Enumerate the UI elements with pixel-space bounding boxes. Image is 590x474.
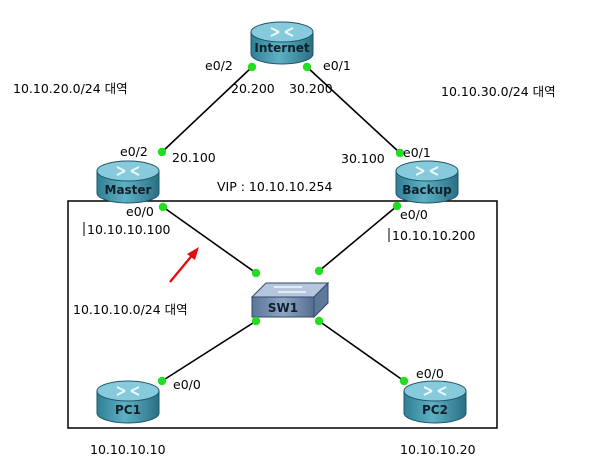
text-labels: e0/2 e0/1 20.200 30.200 10.10.20.0/24 대역… xyxy=(13,58,556,457)
link-sw1-pc1 xyxy=(161,320,257,382)
port-dot xyxy=(395,148,405,158)
label-backup-ip-30: 30.100 xyxy=(341,151,385,166)
port-dot xyxy=(399,376,409,386)
label-internet-ip-right: 30.200 xyxy=(289,81,333,96)
lan-boundary-box xyxy=(67,200,498,429)
link-master-sw1 xyxy=(162,206,257,274)
port-dot xyxy=(314,266,324,276)
label-net-30: 10.10.30.0/24 대역 xyxy=(441,84,556,99)
label-master-e02: e0/2 xyxy=(120,144,148,159)
port-dot xyxy=(251,316,261,326)
device-label-backup: Backup xyxy=(402,183,452,197)
pc-pc2[interactable]: PC2 xyxy=(403,380,467,424)
label-internet-e02: e0/2 xyxy=(205,58,233,73)
label-pc1-e00: e0/0 xyxy=(173,377,201,392)
red-arrow-icon xyxy=(169,247,199,283)
label-vip: VIP : 10.10.10.254 xyxy=(217,179,332,194)
links xyxy=(161,66,405,382)
link-internet-master xyxy=(161,66,253,153)
label-backup-e00: e0/0 xyxy=(400,207,428,222)
device-label-internet: Internet xyxy=(254,41,309,55)
device-label-pc2: PC2 xyxy=(422,403,448,417)
router-backup[interactable]: Backup xyxy=(395,160,459,204)
switch-sw1[interactable]: SW1 xyxy=(250,281,330,319)
device-label-pc1: PC1 xyxy=(115,403,141,417)
label-internet-e01: e0/1 xyxy=(323,58,351,73)
port-dot xyxy=(157,376,167,386)
switch-arrows-icon xyxy=(274,286,306,293)
label-net-10: 10.10.10.0/24 대역 xyxy=(73,302,188,317)
label-pc1-ip: 10.10.10.10 xyxy=(90,442,166,457)
port-dot xyxy=(302,62,312,72)
port-dot xyxy=(392,201,402,211)
device-label-sw1: SW1 xyxy=(268,301,298,315)
label-pc2-e00: e0/0 xyxy=(416,366,444,381)
link-internet-backup xyxy=(306,66,401,154)
link-sw1-pc2 xyxy=(318,320,405,382)
router-arrows-icon xyxy=(415,166,439,176)
label-master-e00: e0/0 xyxy=(126,204,154,219)
pc-arrows-icon xyxy=(116,386,140,396)
label-pc2-ip: 10.10.10.20 xyxy=(400,442,476,457)
router-internet[interactable]: Internet xyxy=(250,21,314,65)
port-dots xyxy=(157,62,409,386)
pc-arrows-icon xyxy=(423,386,447,396)
label-master-ip-10: 10.10.10.100 xyxy=(87,222,171,237)
port-dot xyxy=(247,62,257,72)
router-arrows-icon xyxy=(270,27,294,37)
port-dot xyxy=(158,202,168,212)
device-label-master: Master xyxy=(105,183,152,197)
router-master[interactable]: Master xyxy=(96,160,160,204)
link-backup-sw1 xyxy=(318,205,398,272)
label-backup-e01: e0/1 xyxy=(403,145,431,160)
pc-pc1[interactable]: PC1 xyxy=(96,380,160,424)
router-arrows-icon xyxy=(116,166,140,176)
label-net-20: 10.10.20.0/24 대역 xyxy=(13,81,128,96)
label-internet-ip-left: 20.200 xyxy=(231,81,275,96)
port-dot xyxy=(314,316,324,326)
label-backup-ip-10: 10.10.10.200 xyxy=(392,228,476,243)
port-dot xyxy=(251,268,261,278)
label-master-ip-20: 20.100 xyxy=(172,150,216,165)
port-dot xyxy=(157,147,167,157)
